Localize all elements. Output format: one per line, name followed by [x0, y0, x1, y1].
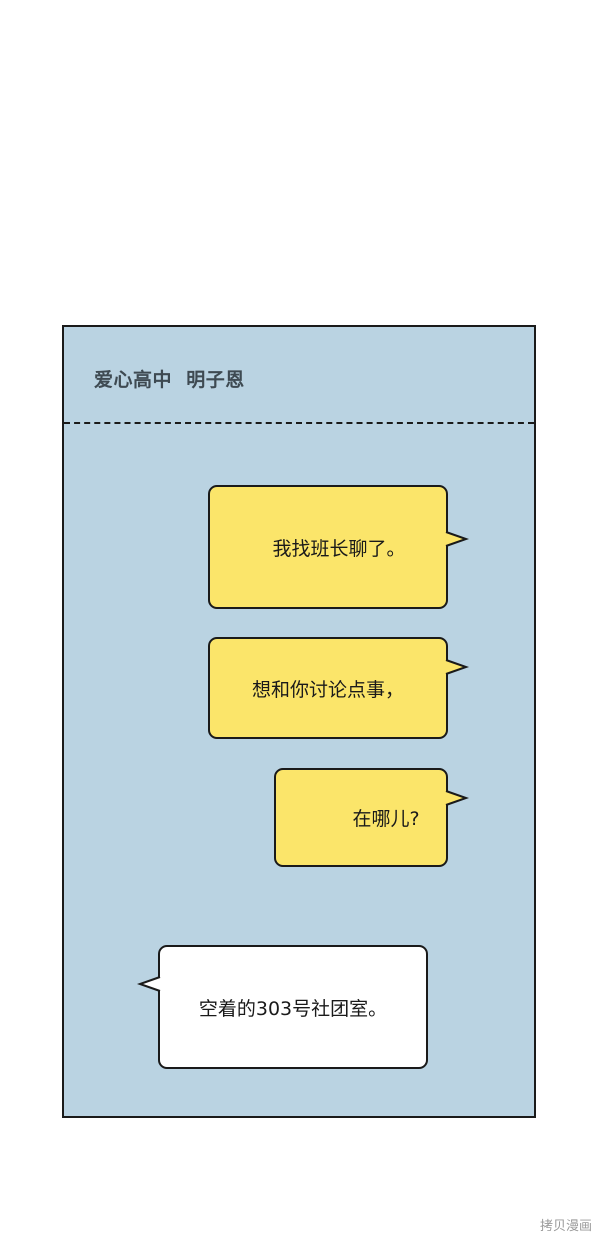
message-text: 想和你讨论点事，: [251, 678, 404, 701]
message-text: 空着的303号社团室。: [198, 997, 388, 1020]
bubble-tail: [136, 976, 161, 992]
bubble-tail: [445, 659, 470, 675]
bubble-tail: [445, 790, 470, 806]
watermark-text: 拷贝漫画: [539, 1219, 592, 1234]
message-bubble-sent: 我找班长聊了。: [208, 485, 448, 609]
message-text: 在哪儿?: [352, 808, 420, 830]
bubble-tail: [445, 531, 470, 547]
message-bubble-sent: 想和你讨论点事，: [208, 637, 448, 739]
message-bubble-sent: 在哪儿?: [274, 768, 448, 867]
message-text: 我找班长聊了。: [272, 537, 406, 560]
message-bubble-received: 空着的303号社团室。: [158, 945, 428, 1069]
chat-header: 爱心高中 明子恩: [64, 327, 534, 424]
chat-window: 爱心高中 明子恩 我找班长聊了。 想和你讨论点事， 在哪儿? 空着的303号社团…: [62, 325, 536, 1118]
chat-title: 爱心高中 明子恩: [94, 369, 245, 391]
